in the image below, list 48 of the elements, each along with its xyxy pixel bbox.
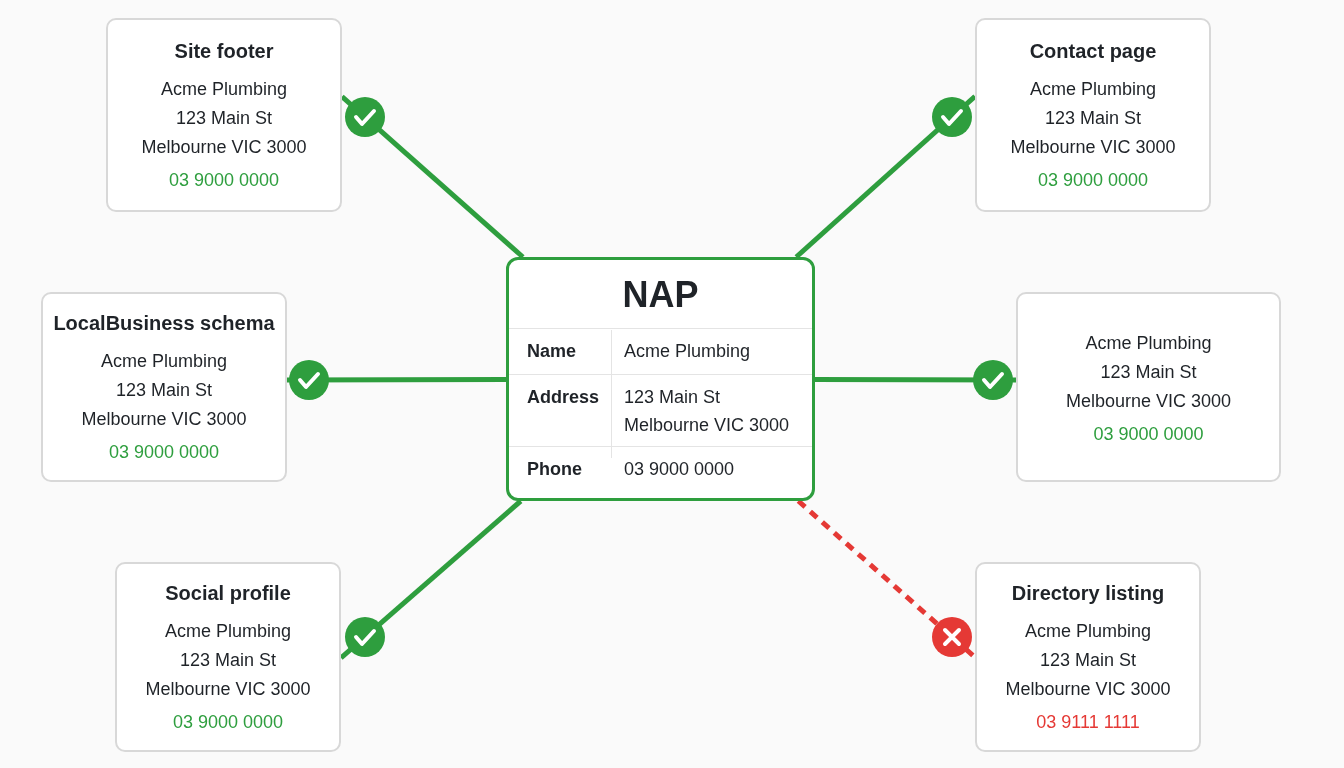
address-line: Melbourne VIC 3000 xyxy=(1010,135,1176,159)
phone-number: 03 9000 0000 xyxy=(1093,424,1204,445)
row-label: Name xyxy=(527,340,577,363)
address-line: Acme Plumbing xyxy=(164,619,292,643)
address-line: 123 Main St xyxy=(179,648,277,672)
card-heading: Site footer xyxy=(174,39,274,63)
connector xyxy=(339,499,523,660)
source-card xyxy=(975,562,1201,752)
connector xyxy=(287,360,506,400)
address-line: 123 Main St xyxy=(1100,361,1197,384)
source-card xyxy=(106,18,342,212)
card-heading: Social profile xyxy=(165,581,291,605)
table-title: NAP xyxy=(621,274,700,316)
address-line: Melbourne VIC 3000 xyxy=(141,135,307,159)
nap-table-card xyxy=(506,257,815,501)
phone-number: 03 9111 1111 xyxy=(1036,711,1140,733)
row-label: Phone xyxy=(527,458,582,481)
row-label: Address xyxy=(527,386,600,409)
address-line: 123 Main St xyxy=(1044,106,1142,130)
source-card xyxy=(41,292,287,482)
address-line: Acme Plumbing xyxy=(1024,619,1152,643)
phone-number: 03 9000 0000 xyxy=(168,169,280,191)
card-heading: Contact page xyxy=(1029,39,1157,63)
connector xyxy=(794,94,977,259)
source-card xyxy=(1016,292,1281,482)
address-line: 123 Main St xyxy=(175,106,273,130)
address-line: Melbourne VIC 3000 xyxy=(81,407,247,431)
address-line: Acme Plumbing xyxy=(160,77,288,101)
phone-number: 03 9000 0000 xyxy=(108,441,220,463)
address-line: Acme Plumbing xyxy=(1029,77,1157,101)
source-card xyxy=(115,562,341,752)
row-value: 123 Main St Melbourne VIC 3000 xyxy=(624,386,791,437)
address-line: Melbourne VIC 3000 xyxy=(1065,390,1232,413)
connector xyxy=(340,94,525,259)
phone-number: 03 9000 0000 xyxy=(1037,169,1149,191)
card-heading: Directory listing xyxy=(1011,581,1165,605)
address-line: Acme Plumbing xyxy=(100,349,228,373)
address-line: 123 Main St xyxy=(1039,648,1137,672)
source-card xyxy=(975,18,1211,212)
phone-number: 03 9000 0000 xyxy=(172,711,284,733)
dashed-connector xyxy=(796,499,977,660)
card-heading: LocalBusiness schema xyxy=(53,311,275,335)
address-line: 123 Main St xyxy=(115,378,213,402)
row-value: Acme Plumbing xyxy=(624,340,752,363)
address-line: Acme Plumbing xyxy=(1085,332,1212,355)
address-line: Melbourne VIC 3000 xyxy=(145,677,311,701)
address-line: Melbourne VIC 3000 xyxy=(1005,677,1171,701)
row-value: 03 9000 0000 xyxy=(624,458,736,481)
